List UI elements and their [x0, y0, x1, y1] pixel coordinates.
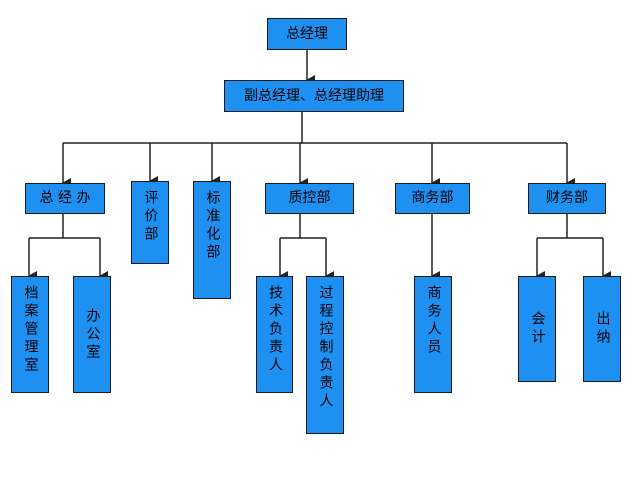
node-business-staff: 商务人员: [414, 276, 452, 393]
node-label: 总 经 办: [39, 190, 91, 207]
node-cashier: 出纳: [583, 276, 621, 382]
node-archives-room: 档案管理室: [11, 276, 49, 393]
node-general-office: 总 经 办: [25, 183, 105, 214]
node-label: 商务部: [411, 190, 454, 207]
node-business-dept: 商务部: [395, 183, 470, 214]
node-standardization-dept: 标准化部: [193, 181, 231, 299]
node-label: 过程控制负责人: [317, 285, 334, 411]
node-technical-lead: 技术负责人: [256, 276, 293, 393]
node-quality-dept: 质控部: [265, 183, 354, 214]
node-label: 财务部: [546, 190, 588, 207]
node-label: 办公室: [84, 307, 101, 362]
node-label: 总经理: [286, 25, 328, 42]
node-general-manager: 总经理: [267, 18, 347, 50]
node-label: 评价部: [142, 190, 159, 244]
node-label: 会计: [529, 311, 546, 347]
node-label: 档案管理室: [22, 285, 39, 375]
node-finance-dept: 财务部: [528, 183, 606, 214]
node-label: 商务人员: [425, 285, 442, 357]
node-label: 技术负责人: [266, 285, 283, 375]
node-deputy-gm: 副总经理、总经理助理: [224, 80, 404, 112]
node-accounting: 会计: [518, 276, 556, 382]
node-label: 副总经理、总经理助理: [244, 87, 384, 104]
node-label: 质控部: [288, 190, 331, 207]
node-label: 标准化部: [204, 190, 221, 262]
node-evaluation-dept: 评价部: [131, 181, 169, 264]
node-office-room: 办公室: [73, 276, 111, 393]
node-process-control-lead: 过程控制负责人: [306, 276, 344, 434]
node-label: 出纳: [594, 311, 611, 347]
